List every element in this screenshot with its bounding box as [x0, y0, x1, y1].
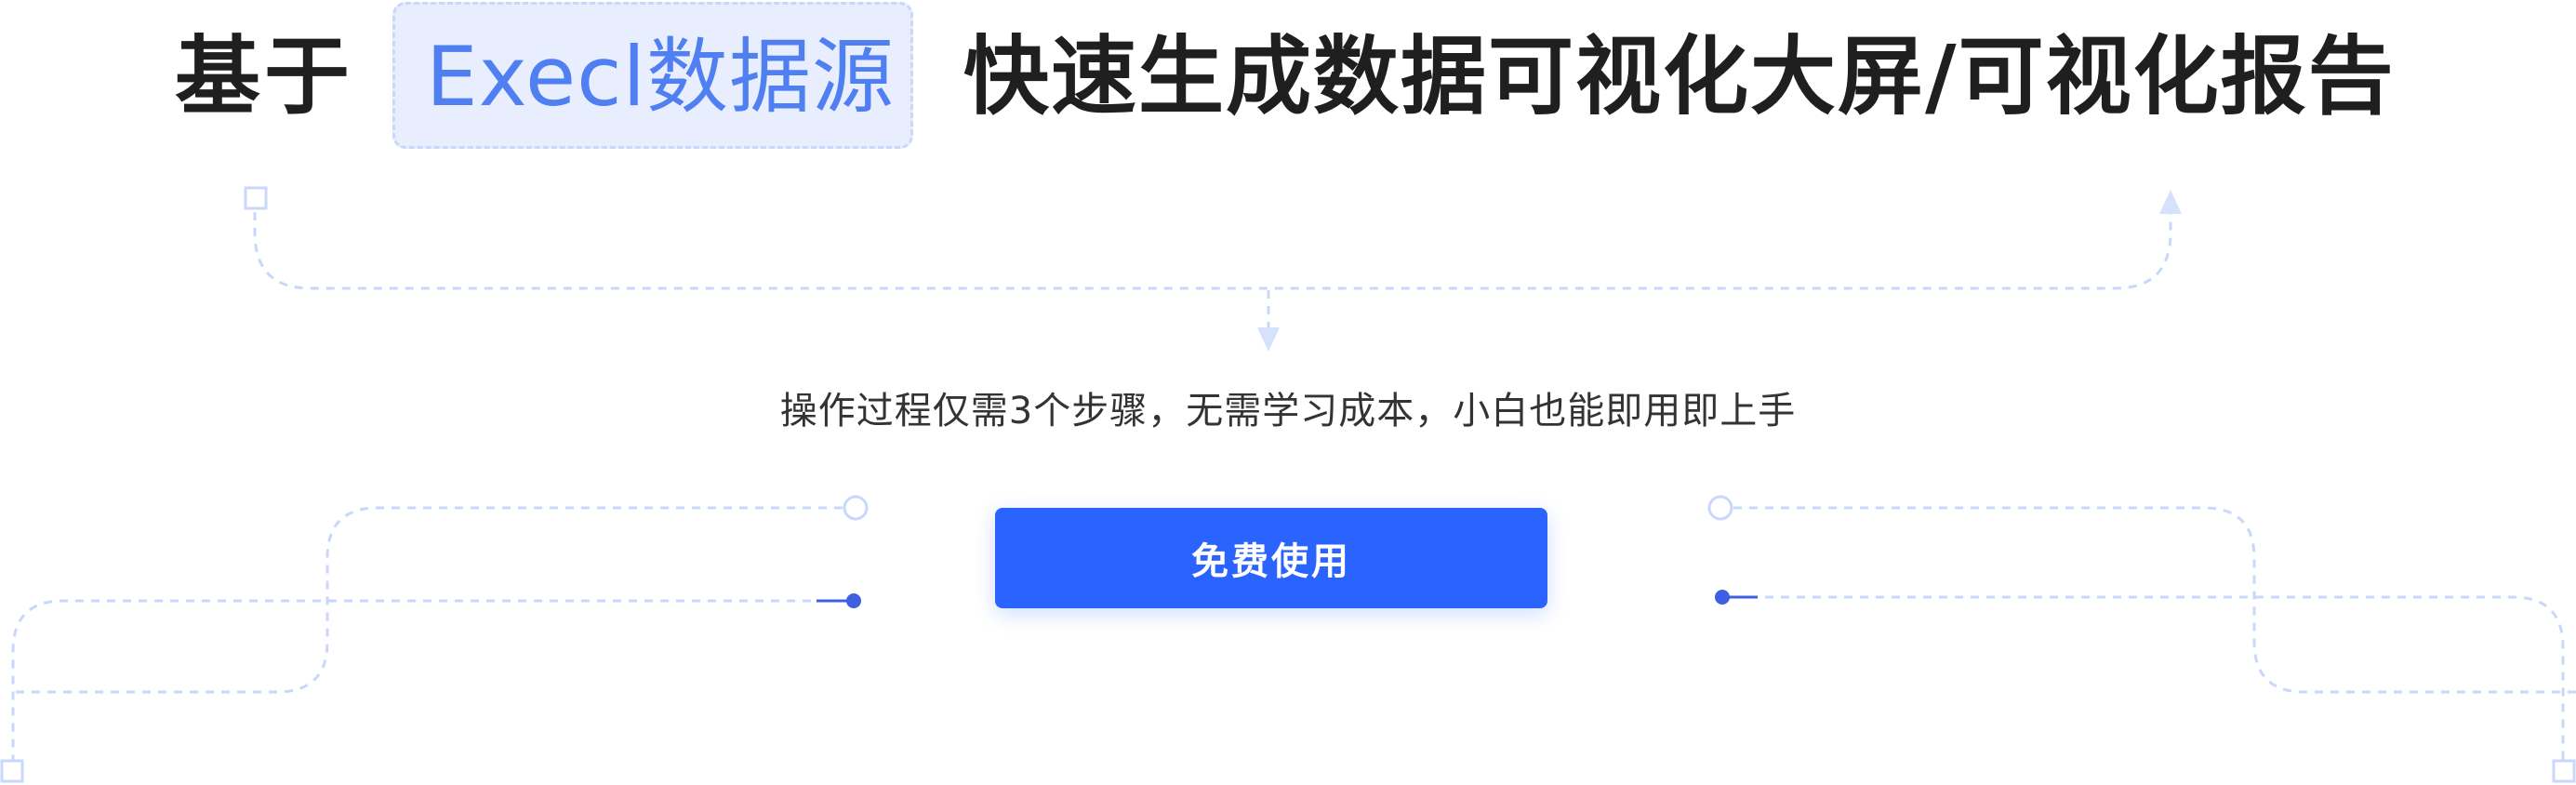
right-upper-connector	[1733, 506, 2576, 694]
left-lower-connector	[11, 599, 843, 761]
free-trial-button[interactable]: 免费使用	[995, 508, 1547, 608]
headline-prefix: 基于	[175, 27, 354, 126]
headline-suffix: 快速生成数据可视化大屏/可视化报告	[963, 27, 2396, 126]
hero-subtitle: 操作过程仅需3个步骤，无需学习成本，小白也能即用即上手	[779, 390, 1797, 432]
right-up-arrow-icon	[2159, 190, 2182, 214]
headline-highlight-box	[392, 2, 913, 149]
center-down-arrow-icon	[1257, 327, 1280, 352]
left-upper-connector	[9, 506, 843, 694]
headline-highlight-text: Execl数据源	[426, 29, 895, 125]
top-connector-line	[253, 212, 2172, 290]
right-hollow-node	[1707, 495, 1733, 521]
right-solid-node	[1715, 590, 1730, 605]
left-bottom-square-node	[0, 759, 24, 783]
left-hollow-node	[843, 495, 869, 521]
left-top-square-node	[244, 186, 268, 210]
right-bottom-square-node	[2552, 759, 2576, 783]
hero-headline: 基于 Execl数据源 快速生成数据可视化大屏/可视化报告	[0, 0, 2576, 158]
left-solid-node	[846, 593, 861, 608]
right-lower-connector	[1733, 595, 2565, 761]
